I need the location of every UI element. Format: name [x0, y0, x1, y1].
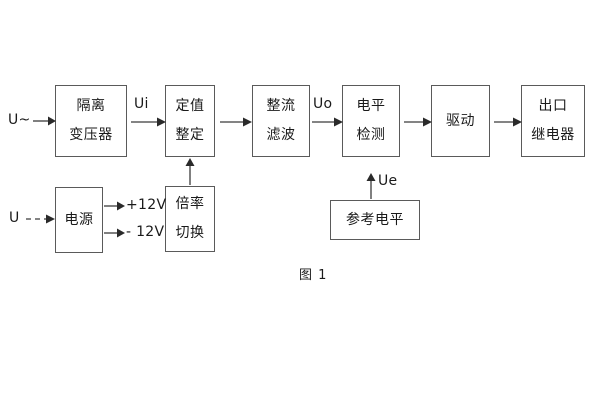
block-label-line: 参考电平: [346, 211, 404, 228]
block-multiplier-switch: 倍率 切换: [165, 186, 215, 252]
arrow-reference-level-to-level-detection: [366, 173, 376, 199]
block-label-line: 电平: [356, 98, 386, 115]
block-label-line: 整流: [266, 98, 296, 115]
label-signal-uo: Uo: [313, 96, 333, 112]
label-input-dc: U: [9, 210, 20, 226]
block-setpoint-setting: 定值 整定: [165, 85, 215, 157]
block-level-detection: 电平 检测: [342, 85, 400, 157]
arrow-input-ac-to-isolation-transformer: [33, 116, 56, 126]
label-rail-positive: +12V: [126, 197, 167, 213]
arrow-power-supply-positive-rail: [104, 201, 125, 211]
arrow-multiplier-to-setpoint: [185, 158, 195, 185]
block-label-line: 定值: [175, 98, 205, 115]
arrow-driver-to-output-relay: [494, 117, 522, 127]
block-driver: 驱动: [431, 85, 490, 157]
arrow-setpoint-to-rectifier: [220, 117, 252, 127]
block-output-relay: 出口 继电器: [521, 85, 585, 157]
block-label-line: 继电器: [531, 127, 575, 143]
block-label-line: 隔离: [76, 98, 106, 115]
label-rail-negative: - 12V: [126, 224, 165, 240]
block-reference-level: 参考电平: [330, 200, 420, 240]
block-label-line: 切换: [175, 225, 205, 241]
block-label-line: 出口: [538, 98, 568, 115]
block-label-line: 驱动: [446, 112, 475, 129]
block-label-line: 整定: [175, 127, 205, 143]
arrow-rectifier-to-level-detection: [312, 117, 343, 127]
block-label-line: 滤波: [266, 127, 296, 143]
arrow-level-detection-to-driver: [404, 117, 432, 127]
label-signal-ui: Ui: [134, 96, 149, 112]
label-signal-ue: Ue: [378, 173, 398, 189]
block-isolation-transformer: 隔离 变压器: [55, 85, 127, 157]
block-label-line: 变压器: [69, 127, 113, 143]
block-label-line: 检测: [356, 127, 386, 143]
figure-caption: 图 1: [299, 268, 328, 283]
block-rectifier-filter: 整流 滤波: [252, 85, 310, 157]
arrow-power-supply-negative-rail: [104, 228, 125, 238]
block-label-line: 电源: [64, 211, 94, 228]
arrow-isolation-transformer-to-setpoint: [131, 117, 166, 127]
arrow-input-dc-to-power-supply: [26, 214, 55, 224]
block-power-supply: 电源: [55, 187, 103, 253]
block-label-line: 倍率: [175, 196, 205, 213]
label-input-ac: U~: [8, 112, 31, 128]
